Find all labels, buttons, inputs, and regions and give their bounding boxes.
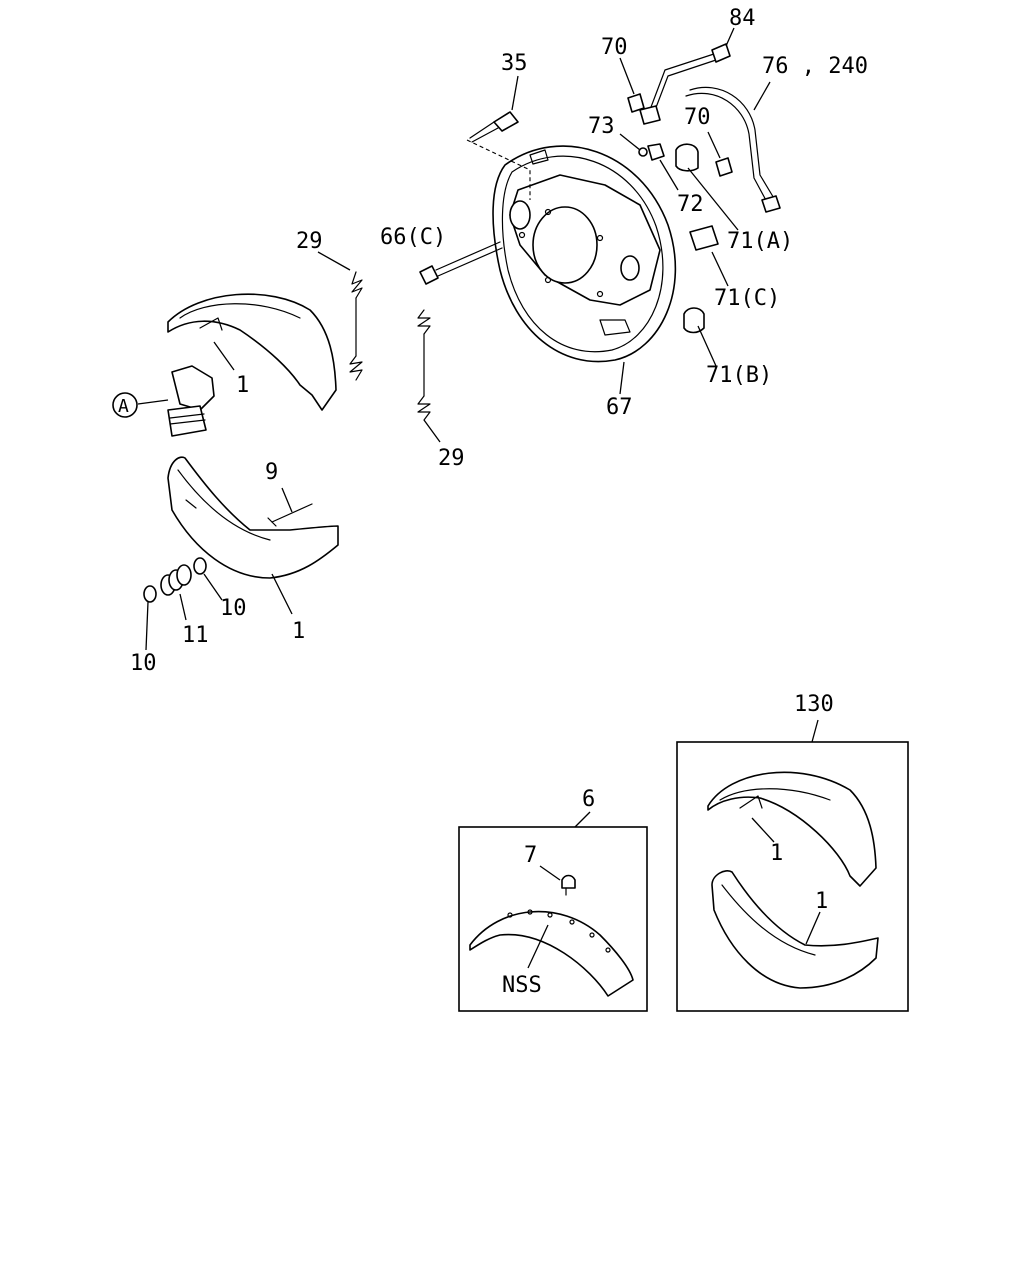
brake-pipe [639,43,781,213]
callout-67: 67 [606,395,633,420]
callout-9: 9 [265,460,278,485]
washer-10-right [193,557,207,575]
callout-labels: 84 70 35 76 , 240 73 70 72 71(A) 29 66(C… [118,6,868,998]
callout-29-upper: 29 [296,229,323,254]
callout-84: 84 [729,6,756,31]
callout-1-lower-shoe: 1 [292,619,305,644]
callout-70-top: 70 [601,35,628,60]
washer-10-left [143,585,157,603]
cap-71b [683,307,705,334]
callout-73: 73 [588,114,615,139]
view-marker-a [112,392,138,418]
brake-shoe-set-lower [711,870,879,989]
brake-shoe-set-upper [707,771,877,887]
callout-70-side: 70 [684,105,711,130]
cap-71a [675,143,699,172]
callout-66c: 66(C) [380,225,446,250]
bolt-66c [419,241,503,285]
callout-nss: NSS [502,973,542,998]
callout-10-left: 10 [130,651,157,676]
wheel-adjuster [167,365,215,437]
callout-71b: 71(B) [706,363,772,388]
callout-76-240: 76 , 240 [762,54,868,79]
brake-shoe-lower [167,456,339,579]
clip-71c [689,225,719,251]
callout-35: 35 [501,51,528,76]
marker-a-letter: A [118,396,129,417]
callout-1-set-lower: 1 [815,889,828,914]
spring-11 [160,564,192,596]
callout-72: 72 [677,192,704,217]
spring-29-upper [349,271,363,381]
callout-130: 130 [794,692,834,717]
nut-72 [647,143,665,161]
pin-9 [271,503,313,523]
washer-73 [638,147,648,157]
brake-shoe-upper [167,293,337,411]
rivet-7 [561,874,576,896]
callout-6: 6 [582,787,595,812]
pin-9-head [267,517,277,527]
bolt-35 [469,111,519,143]
callout-11: 11 [182,623,209,648]
callout-1-set-upper: 1 [770,841,783,866]
callout-71c: 71(C) [714,286,780,311]
clip-70-side [715,157,733,177]
callout-29-lower: 29 [438,446,465,471]
leader-lines [137,27,821,969]
backing-plate [492,145,677,363]
callout-7: 7 [524,843,537,868]
clip-70-top [627,93,645,113]
callout-10-right: 10 [220,596,247,621]
spring-29-lower [417,309,431,421]
box-shoe-set [676,741,909,1012]
callout-1-upper-shoe: 1 [236,373,249,398]
box-lining-kit [458,826,648,1012]
callout-71a: 71(A) [727,229,793,254]
brake-lining [469,909,634,997]
bolt-35-guide [466,139,531,200]
